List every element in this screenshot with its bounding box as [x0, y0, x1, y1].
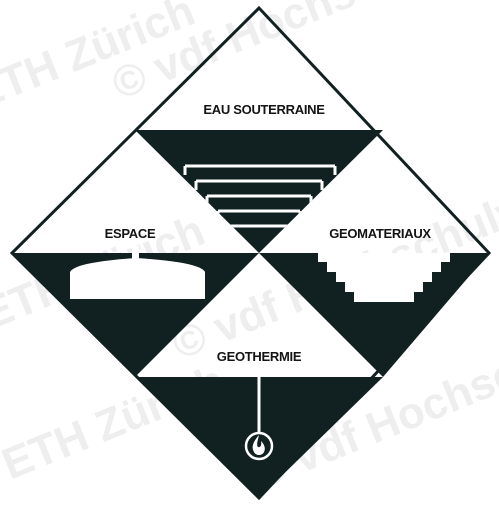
underground-cavern-icon: [70, 258, 205, 299]
label-eau-souterraine: EAU SOUTERRAINE: [203, 102, 325, 117]
label-geomateriaux: GEOMATERIAUX: [329, 226, 431, 241]
label-espace: ESPACE: [105, 226, 156, 241]
geothermal-well-flame-icon: [246, 433, 272, 459]
cavern-shaft: [132, 246, 139, 260]
label-geothermie: GEOTHERMIE: [217, 349, 302, 364]
